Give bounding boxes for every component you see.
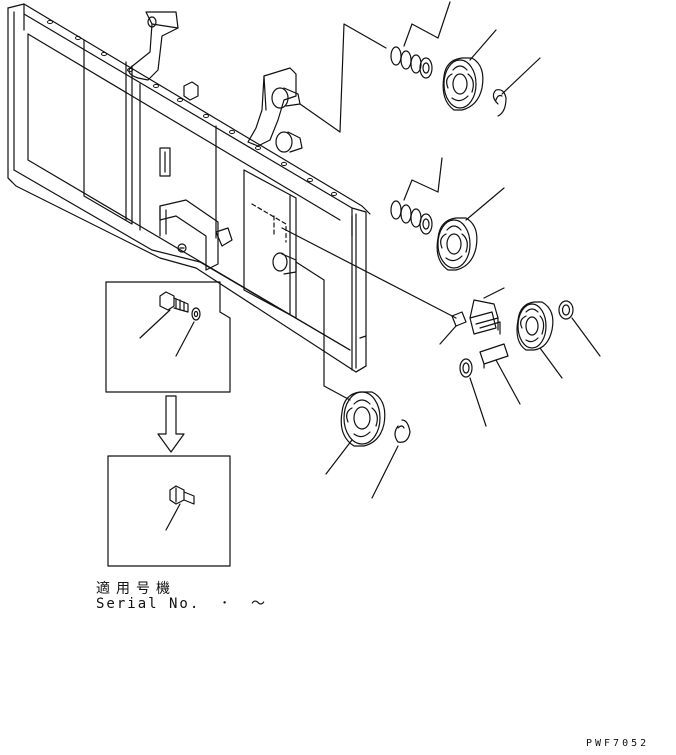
frame-top-holes: [48, 20, 337, 195]
down-arrow: [158, 396, 184, 452]
applicability-label: 適用号機: [96, 581, 176, 597]
upper-roller-assembly: [300, 2, 540, 132]
bottom-roller-assembly: [296, 262, 410, 498]
middle-roller-assembly: [391, 158, 504, 270]
carriage-frame: [8, 4, 370, 372]
drawing-code: PWF7052: [586, 738, 650, 749]
detail-box-upper: [106, 282, 230, 392]
detail-box-lower: [108, 456, 230, 566]
lower-right-parts: [440, 288, 600, 426]
serial-number-label: Serial No. ･ ～: [96, 596, 268, 612]
